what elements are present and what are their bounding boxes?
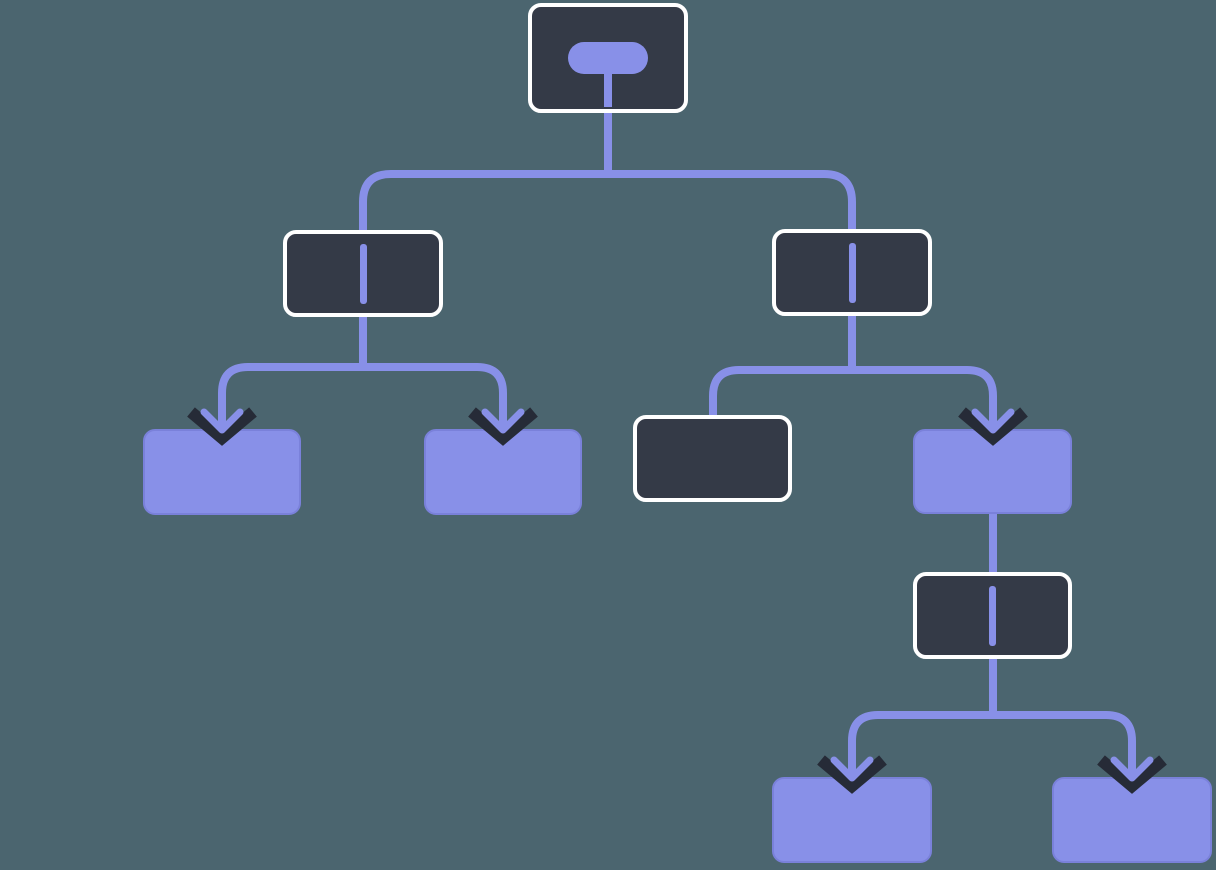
root-pill-stem <box>604 73 612 107</box>
edge-left-to-leaf1 <box>218 363 363 429</box>
arrow-leaf-5-chevron-icon <box>1097 755 1167 794</box>
edge-right-to-leaf3 <box>852 366 997 429</box>
node-branch-bottom[interactable] <box>913 572 1072 659</box>
node-leaf-3[interactable] <box>913 429 1072 514</box>
node-branch-left[interactable] <box>283 230 443 317</box>
arrow-leaf-3-chevron-icon <box>958 407 1028 446</box>
branch-divider-bar <box>848 242 856 303</box>
node-leaf-4[interactable] <box>772 777 932 863</box>
branch-divider-bar <box>359 243 367 304</box>
edge-bottom-to-leaf5 <box>993 711 1136 777</box>
arrow-leaf-2-chevron-icon <box>468 407 538 446</box>
node-root[interactable] <box>528 3 688 113</box>
edge-right-to-darkleaf <box>709 366 852 416</box>
edge-top-right <box>608 170 856 229</box>
root-pill-icon <box>568 42 648 74</box>
arrow-leaf-4-chevron-icon <box>817 755 887 794</box>
edge-left-to-leaf2 <box>363 363 507 429</box>
edge-bottom-to-leaf4 <box>848 711 993 777</box>
node-branch-right[interactable] <box>772 229 932 316</box>
arrow-leaf-1-chevron-icon <box>187 407 257 446</box>
branch-divider-bar <box>989 585 996 646</box>
node-dark-leaf[interactable] <box>633 415 792 502</box>
edge-top-left <box>359 170 608 230</box>
